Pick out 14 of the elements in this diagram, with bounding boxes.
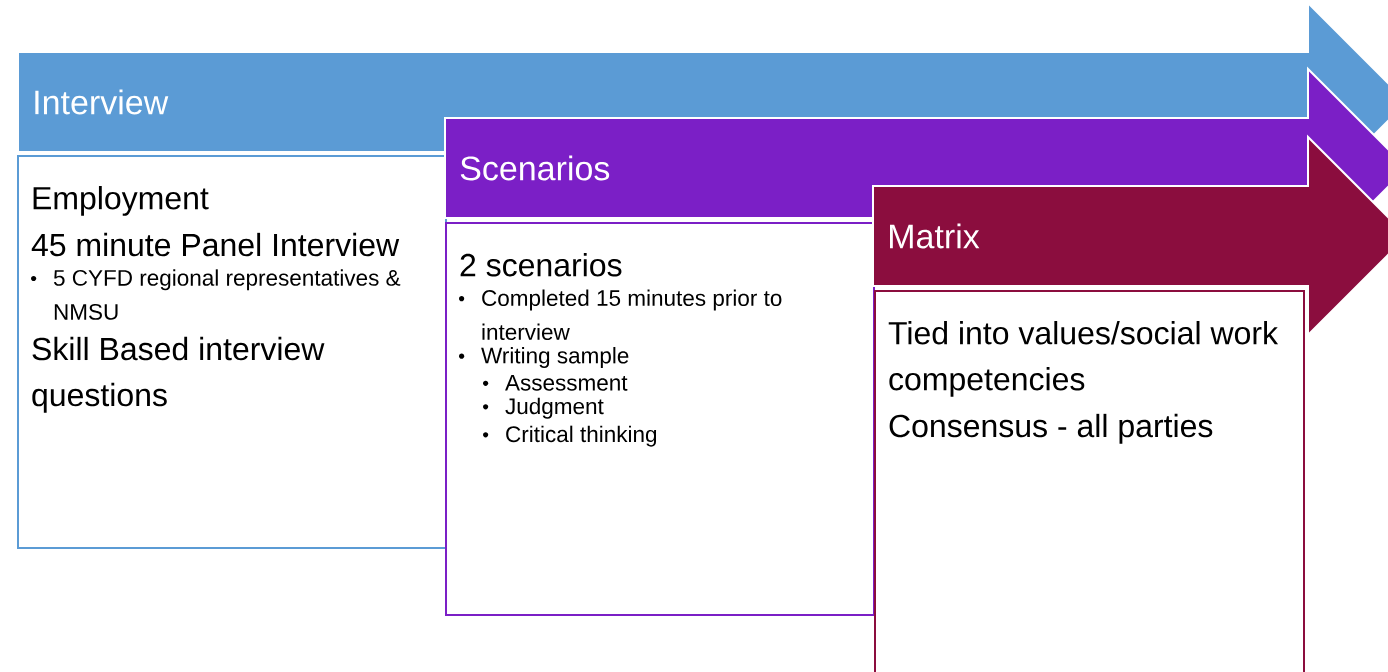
content-heading: 45 minute Panel Interview xyxy=(31,232,400,257)
bullet-text: Assessment xyxy=(505,375,628,391)
content-heading: Employment xyxy=(33,186,209,216)
bullet-text: 5 CYFD regional representatives & NMSU xyxy=(53,269,401,320)
content-heading: Consensus - all parties xyxy=(889,413,1213,444)
bullet-text: Completed 15 minutes prior to interview xyxy=(482,289,782,340)
content-heading: Skill Based interview questions xyxy=(32,336,325,413)
content-heading: 2 scenarios xyxy=(460,253,622,277)
bullet-text: Critical thinking xyxy=(506,425,657,447)
bullet-text: Judgment xyxy=(505,397,604,419)
content-box xyxy=(445,222,875,616)
content-box xyxy=(874,290,1305,672)
content-box xyxy=(17,155,447,549)
bullet-text: Writing sample xyxy=(481,347,629,368)
